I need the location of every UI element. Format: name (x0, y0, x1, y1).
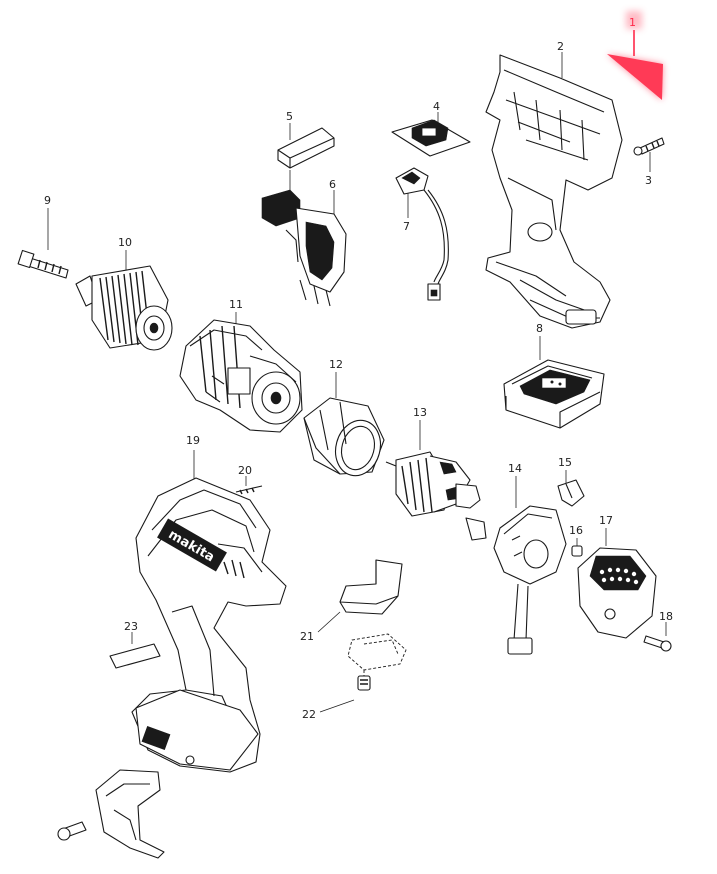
part-label-3[interactable]: 3 (645, 174, 652, 187)
part-label-6[interactable]: 6 (329, 178, 336, 191)
part-12-stator-sleeve (303, 372, 385, 477)
part-label-17[interactable]: 17 (599, 514, 613, 527)
part-16-bushing (571, 538, 583, 557)
part-label-7[interactable]: 7 (403, 220, 410, 233)
part-3-screw (633, 137, 665, 172)
part-label-5[interactable]: 5 (286, 110, 293, 123)
part-label-9[interactable]: 9 (44, 194, 51, 207)
part-6-switch (261, 170, 347, 307)
belt-clip (57, 769, 165, 859)
part-20-spring (235, 476, 263, 495)
part-label-12[interactable]: 12 (329, 358, 343, 371)
part-8-controller (503, 336, 605, 429)
part-11-gear-assembly (179, 312, 303, 433)
part-9-screw (17, 208, 69, 279)
part-5-button (277, 123, 335, 169)
part-13-rotor (385, 420, 487, 541)
part-22-screw (319, 633, 407, 713)
part-1-highlighted[interactable] (607, 11, 663, 100)
part-label-2[interactable]: 2 (557, 40, 564, 53)
part-label-14[interactable]: 14 (508, 462, 522, 475)
part-2-housing-right (485, 52, 623, 329)
chuck-knurl (99, 270, 151, 346)
part-4-switch-lever (391, 112, 471, 157)
part-label-1[interactable]: 1 (629, 16, 636, 29)
part-label-10[interactable]: 10 (118, 236, 132, 249)
part-14-brush-holder (493, 476, 567, 655)
part-21-bracket (317, 559, 403, 633)
part-label-22[interactable]: 22 (302, 708, 316, 721)
part-label-19[interactable]: 19 (186, 434, 200, 447)
part-10-chuck (75, 250, 173, 351)
part-label-23[interactable]: 23 (124, 620, 138, 633)
part-18-screw (643, 622, 672, 652)
part-label-4[interactable]: 4 (433, 100, 440, 113)
part-23-label (109, 632, 161, 669)
part-label-16[interactable]: 16 (569, 524, 583, 537)
part-label-18[interactable]: 18 (659, 610, 673, 623)
part-19-housing-left: makita (131, 450, 287, 773)
part-label-20[interactable]: 20 (238, 464, 252, 477)
part-7-led-wire (395, 167, 449, 301)
part-label-21[interactable]: 21 (300, 630, 314, 643)
part-17-rear-cover (577, 528, 657, 639)
part-label-15[interactable]: 15 (558, 456, 572, 469)
part-label-11[interactable]: 11 (229, 298, 243, 311)
part-label-8[interactable]: 8 (536, 322, 543, 335)
part-15-clip (557, 470, 585, 507)
part-label-13[interactable]: 13 (413, 406, 427, 419)
